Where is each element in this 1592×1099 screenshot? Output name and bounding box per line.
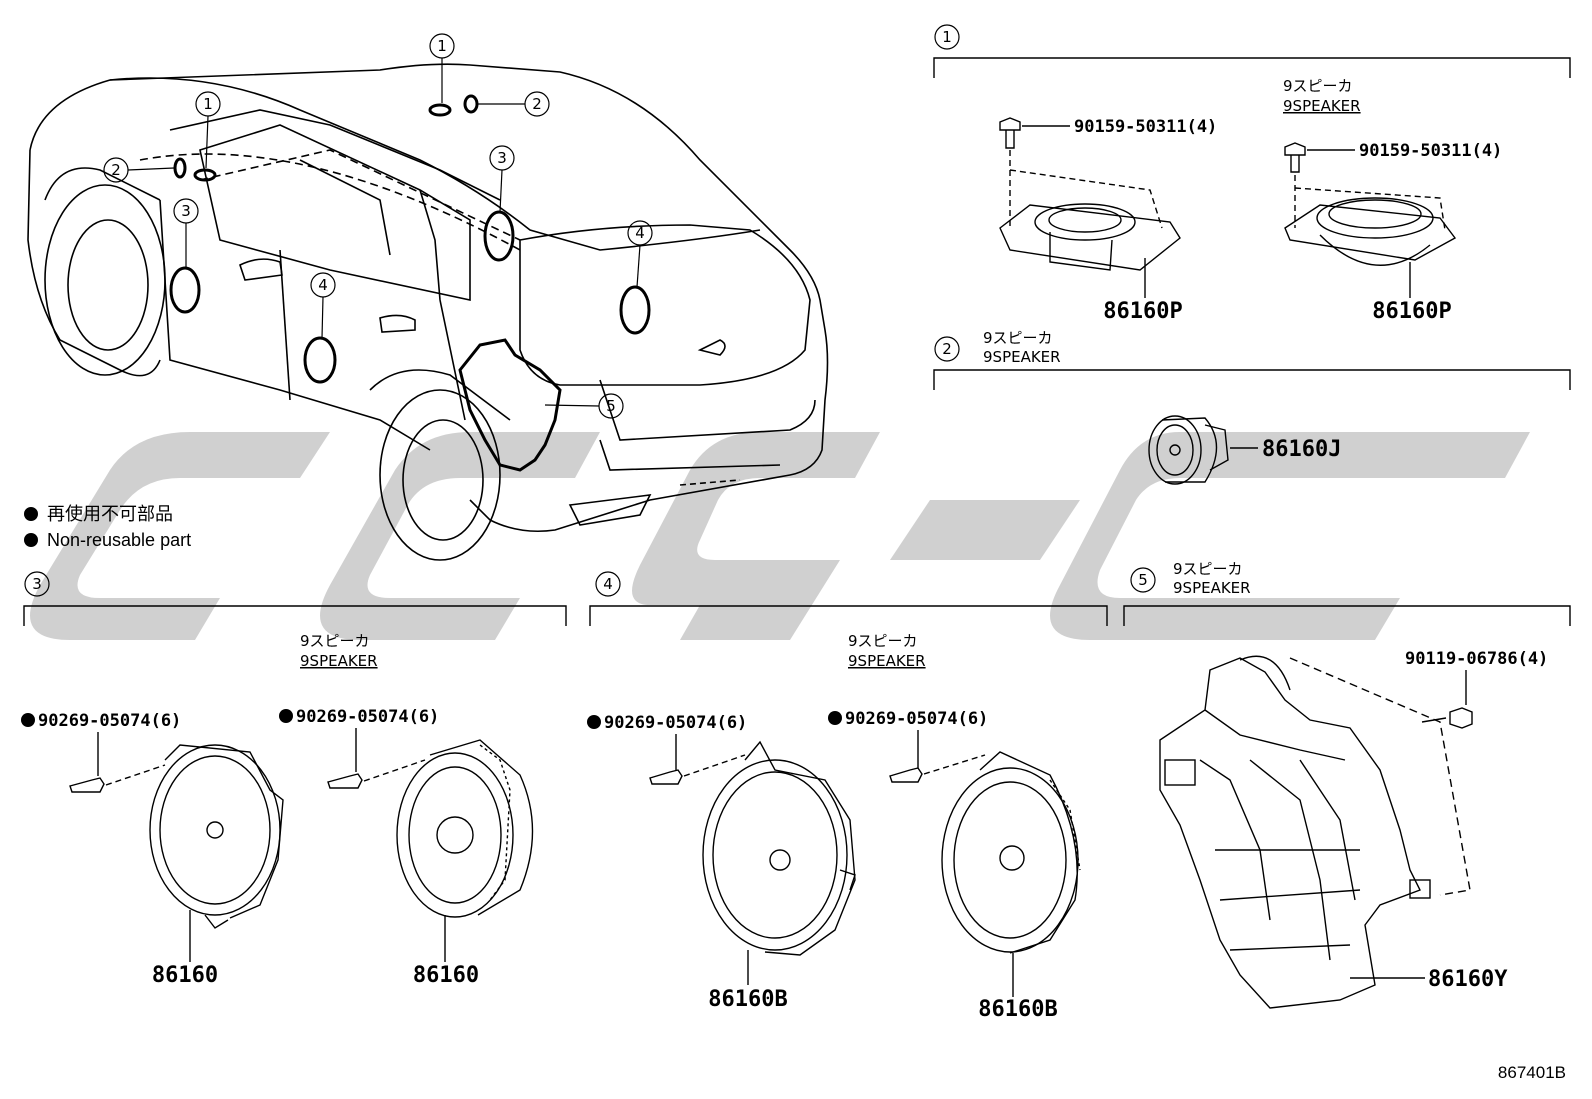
section-1-group-jp: 9スピーカ	[1283, 77, 1353, 95]
callout-4b: 4	[318, 276, 328, 294]
section-4-group-jp: 9スピーカ	[848, 632, 918, 650]
section-5-part: 86160Y	[1428, 967, 1508, 992]
section-2-group-jp: 9スピーカ	[983, 329, 1053, 347]
section-1-part-a: 86160P	[1103, 299, 1182, 324]
callout-3a: 3	[181, 202, 191, 220]
bolt-b-icon	[1284, 142, 1355, 228]
speaker-86160-a-icon	[149, 744, 284, 962]
section-3-group-jp: 9スピーカ	[300, 632, 370, 650]
section-5-fastener: 90119-06786(4)	[1405, 649, 1548, 669]
section-4-number: 4	[603, 575, 613, 593]
clip-c-icon	[649, 734, 746, 785]
section-3-part-a: 86160	[152, 963, 218, 988]
clip-b-icon	[327, 728, 426, 789]
subwoofer-86160y-icon	[1159, 655, 1471, 1009]
section-1-part-b: 86160P	[1372, 299, 1451, 324]
section-4-group-en: 9SPEAKER	[848, 652, 926, 670]
section-1-fastener-a: 90159-50311(4)	[1074, 117, 1217, 137]
section-2: 2 9スピーカ 9SPEAKER 86160J	[933, 329, 1571, 485]
speaker-86160b-a-icon	[702, 740, 856, 985]
section-2-group-en: 9SPEAKER	[983, 348, 1061, 366]
non-reusable-dot-icon	[24, 533, 38, 547]
bolt-c-icon	[1421, 670, 1473, 729]
section-4-fastener-b: 90269-05074(6)	[845, 709, 988, 729]
callout-5: 5	[606, 397, 616, 415]
section-3-part-b: 86160	[413, 963, 479, 988]
vehicle-callout-labels: 1 1 2 2 3 3 4 4 5	[111, 37, 645, 415]
section-3-group-en: 9SPEAKER	[300, 652, 378, 670]
section-5-number: 5	[1138, 571, 1148, 589]
speaker-86160p-a-icon	[999, 169, 1181, 298]
speaker-86160-b-icon	[396, 739, 534, 962]
section-1-fastener-b: 90159-50311(4)	[1359, 141, 1502, 161]
section-3-fastener-b: 90269-05074(6)	[296, 707, 439, 727]
callout-2a: 2	[111, 161, 121, 179]
section-1-number: 1	[942, 28, 952, 46]
callout-2b: 2	[532, 95, 542, 113]
vehicle-illustration	[27, 63, 829, 561]
drawing-code: 867401B	[1498, 1063, 1566, 1082]
section-4-part-a: 86160B	[708, 987, 787, 1012]
vehicle-callouts	[103, 33, 653, 419]
speaker-86160j-icon	[1148, 415, 1258, 485]
section-4-part-b: 86160B	[978, 997, 1057, 1022]
non-reusable-dot-icon	[21, 713, 35, 727]
clip-a-icon	[69, 732, 166, 793]
section-1: 1 9スピーカ 9SPEAKER 90159-50311(4) 86160P	[933, 24, 1571, 324]
callout-1a: 1	[437, 37, 447, 55]
watermark-logo	[30, 432, 1530, 640]
section-1-group-en: 9SPEAKER	[1283, 97, 1361, 115]
non-reusable-dot-icon	[279, 709, 293, 723]
section-3: 3 9スピーカ 9SPEAKER 90269-05074(6) 90269-05…	[21, 571, 567, 988]
section-4: 4 9スピーカ 9SPEAKER 90269-05074(6) 90269-05…	[587, 571, 1108, 1022]
section-5-group-jp: 9スピーカ	[1173, 560, 1243, 578]
non-reusable-dot-icon	[587, 715, 601, 729]
speaker-86160b-b-icon	[941, 751, 1081, 997]
vehicle-speaker-marks	[169, 94, 651, 472]
section-4-fastener-a: 90269-05074(6)	[604, 713, 747, 733]
section-2-number: 2	[942, 340, 952, 358]
callout-4a: 4	[635, 224, 645, 242]
non-reusable-dot-icon	[24, 507, 38, 521]
callout-3b: 3	[497, 149, 507, 167]
legend-en: Non-reusable part	[47, 530, 191, 550]
section-5: 5 9スピーカ 9SPEAKER 90119-06786(4) 86160Y	[1123, 560, 1571, 1009]
section-5-group-en: 9SPEAKER	[1173, 579, 1251, 597]
section-3-fastener-a: 90269-05074(6)	[38, 711, 181, 731]
section-3-number: 3	[32, 575, 42, 593]
callout-1b: 1	[203, 95, 213, 113]
legend: 再使用不可部品 Non-reusable part	[24, 504, 191, 550]
legend-jp: 再使用不可部品	[47, 504, 173, 524]
bolt-a-icon	[999, 117, 1070, 228]
non-reusable-dot-icon	[828, 711, 842, 725]
section-2-part: 86160J	[1262, 437, 1341, 462]
speaker-86160p-b-icon	[1284, 187, 1457, 298]
clip-d-icon	[889, 730, 986, 783]
